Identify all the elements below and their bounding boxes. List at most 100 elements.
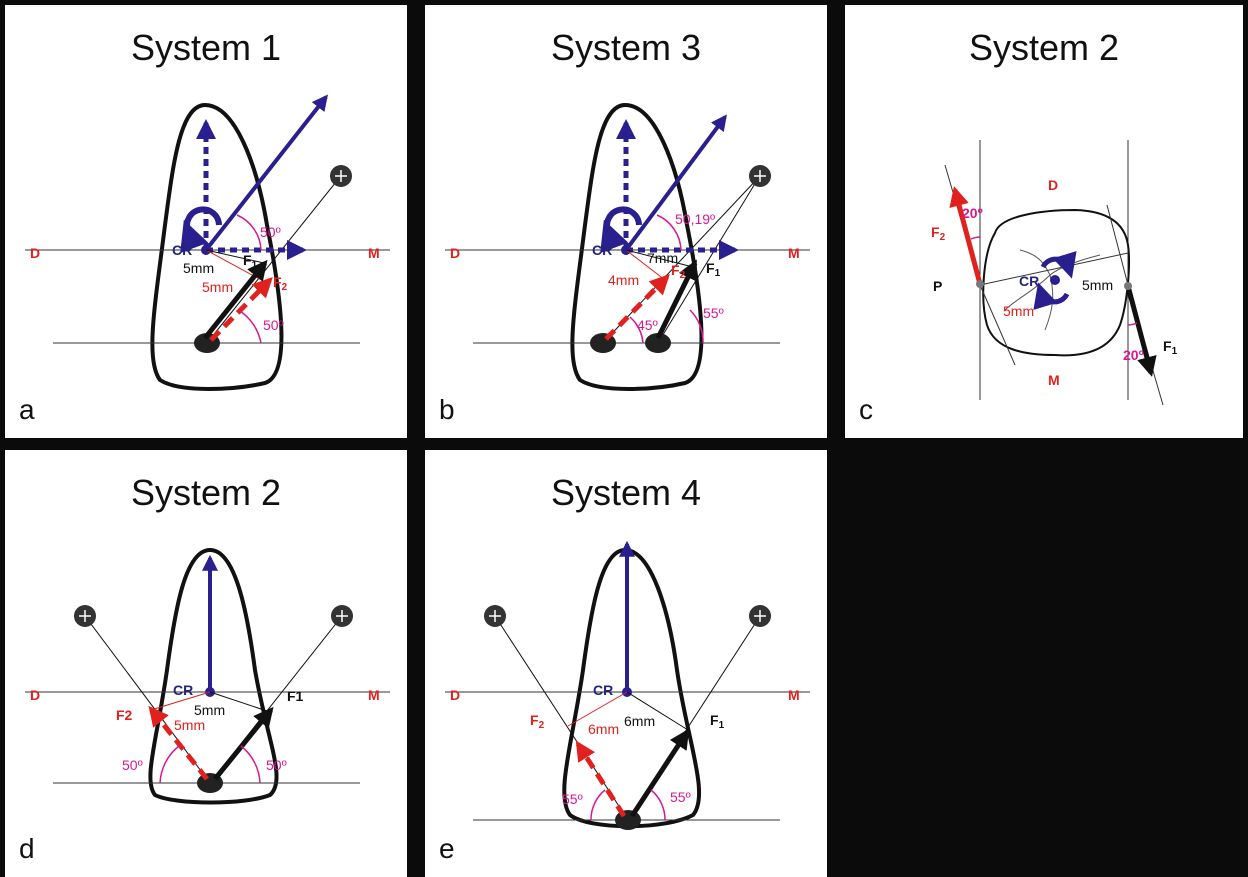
panel-e: D M CR 6mm 6mm F1 F2 55º 55º System 4 e: [425, 450, 827, 877]
rotation-moment-icon: [600, 206, 642, 254]
anchor-wire: [206, 176, 341, 344]
force-f1-label: F1: [243, 252, 258, 271]
panel-letter: c: [859, 394, 873, 425]
center-of-resistance: [1050, 275, 1060, 285]
angle-top-label: 50º: [260, 224, 281, 240]
force-f2-arrow: [148, 705, 209, 781]
angle-left-label: 55º: [562, 791, 583, 807]
cr-label: CR: [592, 242, 612, 258]
diagram-e: D M CR 6mm 6mm F1 F2 55º 55º: [445, 540, 810, 830]
force-f1-label: F1: [1163, 338, 1178, 357]
angle-right-label: 50º: [266, 757, 287, 773]
rotation-moment-icon-bottom: [1033, 282, 1070, 311]
contact-point-left: [976, 280, 984, 288]
angle-arc-top: [236, 214, 262, 251]
resultant-force: [204, 94, 328, 252]
tooth-crown-outline: [150, 102, 284, 391]
distance-red: 4mm: [608, 272, 639, 288]
resultant-force: [624, 114, 727, 252]
anchor-wire-b: [657, 176, 760, 344]
panel-letter: b: [439, 394, 455, 425]
angle-bottom-label: 20º: [1123, 347, 1144, 363]
cr-label: CR: [173, 682, 193, 698]
force-f1-arrow: [1125, 285, 1157, 377]
diagram-a: D M CR 5mm 5mm F1 F2 50º 50º: [25, 94, 390, 391]
panel-title: System 2: [130, 472, 282, 513]
angle-arc-right: [240, 745, 261, 784]
panel-b: D M CR 7mm 4mm F1 F2 50,19º 45º 55º Syst…: [425, 5, 827, 438]
angle-arc-left: [159, 745, 180, 784]
panel-letter: a: [19, 394, 35, 425]
distance-red: 5mm: [1003, 303, 1034, 319]
force-f1-arrow: [655, 259, 698, 340]
diagram-b: D M CR 7mm 4mm F1 F2 50,19º 45º 55º: [445, 102, 810, 391]
force-f2-arrow: [949, 186, 983, 285]
rotation-moment-icon-top: [1040, 250, 1077, 279]
direction-distal: D: [450, 245, 460, 261]
empty-panel: [845, 450, 1243, 877]
diagram-d: D M CR 5mm 5mm F1 F2 50º 50º: [25, 547, 390, 805]
angle-top-label: 20º: [962, 205, 983, 221]
diagram-c: D M P CR 5mm 5mm F2 F1 20º 20º: [931, 140, 1178, 406]
panel-letter: e: [439, 833, 455, 864]
angle-arc-top: [656, 214, 682, 251]
panel-a: D M CR 5mm 5mm F1 F2 50º 50º System 1 a: [5, 5, 407, 438]
distance-black: 6mm: [624, 713, 655, 729]
cr-label: CR: [172, 242, 192, 258]
contact-point-right: [1124, 282, 1132, 290]
direction-mesial: M: [788, 687, 800, 703]
force-f1-arrow: [213, 706, 274, 781]
panel-d: D M CR 5mm 5mm F1 F2 50º 50º System 2 d: [5, 450, 407, 877]
force-f2-arrow: [209, 277, 273, 342]
force-f2-label: F2: [116, 707, 133, 723]
distance-red: 5mm: [202, 279, 233, 295]
force-f2-label: F2: [530, 712, 545, 731]
tooth-crown-outline: [562, 547, 702, 829]
force-f2-arrow: [604, 274, 670, 341]
distance-black: 7mm: [647, 250, 678, 266]
distance-red: 5mm: [174, 717, 205, 733]
panel-title: System 3: [550, 27, 702, 68]
cr-label: CR: [593, 682, 613, 698]
angle-top-label: 50,19º: [675, 211, 715, 227]
force-f1-label: F1: [710, 712, 725, 731]
angle-right-label: 55º: [703, 305, 724, 321]
panel-title: System 1: [130, 27, 282, 68]
force-f1-label: F1: [287, 688, 304, 704]
tooth-crown-outline: [148, 547, 279, 805]
rotation-moment-icon: [180, 206, 222, 254]
tooth-crown-outline: [570, 102, 704, 391]
panel-c: D M P CR 5mm 5mm F2 F1 20º 20º System 2 …: [845, 5, 1243, 438]
force-f2-label: F2: [931, 224, 946, 243]
force-f1-arrow: [629, 728, 690, 818]
direction-distal: D: [30, 687, 40, 703]
panel-title: System 2: [968, 27, 1120, 68]
distance-black: 5mm: [1082, 277, 1113, 293]
distance-black: 5mm: [194, 702, 225, 718]
force-f1-arrow: [203, 259, 268, 340]
direction-mesial: M: [788, 245, 800, 261]
direction-distal: D: [1048, 177, 1058, 193]
angle-bottom-label: 50º: [263, 317, 284, 333]
tooth-occlusal-outline: [982, 208, 1130, 357]
angle-left-label: 50º: [122, 757, 143, 773]
angle-arc-left: [629, 316, 644, 344]
force-f2-label: F2: [671, 262, 686, 281]
anchor-wire-left: [494, 615, 629, 821]
side-label: P: [933, 278, 942, 294]
angle-arc-left: [590, 789, 606, 821]
direction-mesial: M: [368, 245, 380, 261]
direction-distal: D: [30, 245, 40, 261]
direction-mesial: M: [368, 687, 380, 703]
angle-arc-bottom: [239, 310, 262, 344]
direction-distal: D: [450, 687, 460, 703]
bracket: [615, 810, 641, 830]
direction-mesial: M: [1048, 372, 1060, 388]
panel-letter: d: [19, 833, 35, 864]
cr-label: CR: [1019, 273, 1039, 289]
angle-arc-right: [689, 309, 704, 344]
angle-right-label: 55º: [670, 789, 691, 805]
force-f2-arrow: [575, 740, 627, 818]
force-f1-label: F1: [706, 260, 721, 279]
panel-title: System 4: [550, 472, 702, 513]
